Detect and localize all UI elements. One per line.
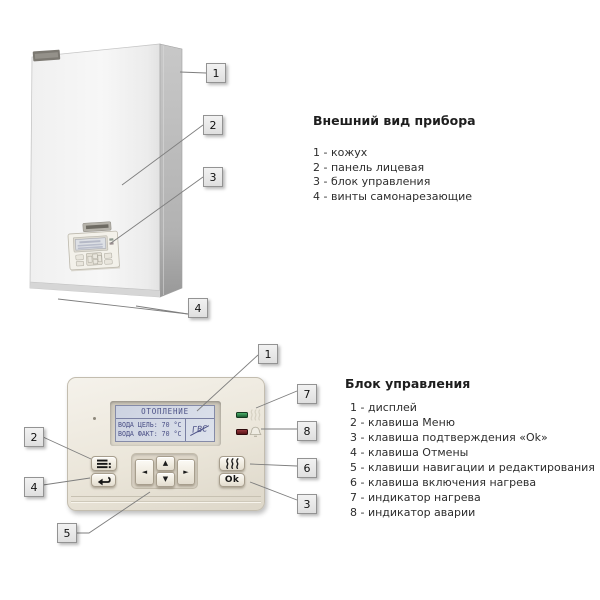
heating-indicator-led [236, 412, 248, 418]
exterior-item-3: 3 - блок управления [313, 175, 431, 188]
lcd-actual-temp: ВОДА ФАКТ: 70 °C [118, 429, 182, 438]
control-item-8: 8 - индикатор аварии [350, 506, 476, 519]
lcd-mode-title: ОТОПЛЕНИЕ [141, 407, 189, 416]
nav-right-button: ► [177, 459, 195, 485]
callout-5-nav-buttons: 5 [57, 523, 77, 543]
callout-7-heating-indicator: 7 [297, 384, 317, 404]
heat-waves-icon [225, 458, 238, 469]
control-item-2: 2 - клавиша Меню [350, 416, 456, 429]
menu-button-illustration [91, 456, 117, 471]
callout-3-ok-button: 3 [297, 494, 317, 514]
mini-control-panel [67, 230, 121, 272]
alarm-indicator-led [236, 429, 248, 435]
control-legend: Блок управления 1 - дисплей 2 - клавиша … [345, 377, 595, 520]
control-heading: Блок управления [345, 376, 471, 391]
callout-4-screws: 4 [188, 298, 208, 318]
lcd-temps: ВОДА ЦЕЛЬ: 70 °C ВОДА ФАКТ: 70 °C [116, 419, 186, 441]
navigation-pad: ◄ ▲ ▼ ► [131, 453, 198, 489]
boiler-body [29, 43, 183, 298]
lcd-readout: ВОДА ЦЕЛЬ: 70 °C ВОДА ФАКТ: 70 °C ГВС [116, 418, 214, 441]
ok-button-illustration: Ok [219, 473, 245, 487]
control-item-6: 6 - клавиша включения нагрева [350, 476, 537, 489]
control-item-1: 1 - дисплей [350, 401, 417, 414]
model-badge [82, 221, 112, 233]
exterior-item-1: 1 - кожух [313, 146, 368, 159]
cancel-button-illustration [91, 473, 116, 487]
exterior-item-2: 2 - панель лицевая [313, 160, 425, 174]
down-arrow-icon: ▼ [162, 475, 169, 483]
callout-1-display: 1 [258, 344, 278, 364]
up-arrow-icon: ▲ [162, 459, 169, 467]
control-item-7: 7 - индикатор нагрева [350, 491, 481, 504]
callout-8-alarm-indicator: 8 [297, 421, 317, 441]
menu-list-icon [97, 459, 111, 468]
callout-2-menu-button: 2 [24, 427, 44, 447]
nav-left-button: ◄ [135, 459, 154, 485]
exterior-heading: Внешний вид прибора [313, 113, 476, 128]
exterior-legend: Внешний вид прибора 1 - кожух 2 - панель… [313, 114, 476, 204]
heating-indicator-icon [250, 409, 261, 421]
heat-on-button-illustration [219, 456, 245, 471]
display-bezel: ОТОПЛЕНИЕ ВОДА ЦЕЛЬ: 70 °C ВОДА ФАКТ: 70… [110, 401, 221, 446]
control-item-3: 3 - клавиша подтверждения «Ok» [350, 431, 548, 444]
control-item-5: 5 - клавиши навигации и редактирования [350, 461, 595, 474]
nav-down-button: ▼ [156, 472, 175, 487]
alarm-bell-icon [249, 426, 262, 437]
lcd-dhw-cell: ГВС [186, 419, 214, 441]
left-arrow-icon: ◄ [141, 467, 148, 476]
right-arrow-icon: ► [183, 467, 189, 476]
callout-2-front-panel: 2 [203, 115, 223, 135]
control-item-4: 4 - клавиша Отмены [350, 446, 469, 459]
exterior-item-4: 4 - винты самонарезающие [313, 189, 473, 203]
panel-pinhole [93, 417, 96, 420]
brand-logo [32, 49, 61, 62]
control-panel-illustration: ОТОПЛЕНИЕ ВОДА ЦЕЛЬ: 70 °C ВОДА ФАКТ: 70… [67, 377, 265, 511]
callout-3-control-unit: 3 [203, 167, 223, 187]
ok-label: Ok [224, 475, 240, 485]
lcd-target-temp: ВОДА ЦЕЛЬ: 70 °C [118, 421, 182, 429]
nav-up-button: ▲ [156, 456, 175, 471]
callout-4-cancel-button: 4 [24, 477, 44, 497]
lcd-display: ОТОПЛЕНИЕ ВОДА ЦЕЛЬ: 70 °C ВОДА ФАКТ: 70… [115, 405, 215, 442]
return-arrow-icon [97, 476, 111, 485]
callout-1-cover: 1 [206, 63, 226, 83]
lcd-dhw-crossed-label: ГВС [191, 424, 209, 436]
callout-6-heat-button: 6 [297, 458, 317, 478]
